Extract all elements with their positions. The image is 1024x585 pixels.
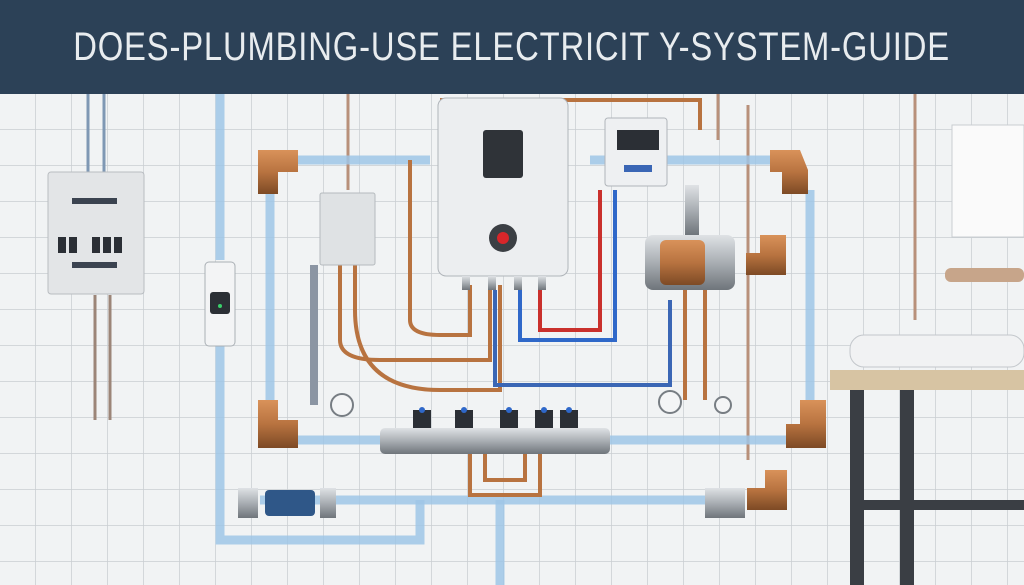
tool-pipe bbox=[945, 268, 1024, 282]
control-box bbox=[604, 117, 668, 187]
title-banner: DOES-PLUMBING-USE ELECTRICIT Y-SYSTEM-GU… bbox=[0, 0, 1024, 94]
pump-motor bbox=[645, 185, 735, 290]
hot-line bbox=[538, 190, 602, 332]
pressure-gauge bbox=[330, 390, 732, 417]
water-pipes bbox=[215, 94, 815, 585]
manifold bbox=[380, 407, 610, 454]
copper-elbows bbox=[258, 150, 826, 510]
workbench bbox=[830, 334, 1024, 585]
junction-box bbox=[319, 192, 376, 266]
page-title: DOES-PLUMBING-USE ELECTRICIT Y-SYSTEM-GU… bbox=[73, 24, 951, 69]
cold-line bbox=[518, 190, 617, 342]
blueprint bbox=[951, 124, 1024, 238]
grounding-rod bbox=[310, 265, 318, 405]
electrical-panel bbox=[47, 171, 145, 295]
plumbing-illustration bbox=[0, 94, 1024, 585]
water-heater bbox=[437, 97, 569, 290]
valve bbox=[265, 490, 315, 516]
flow-sensor bbox=[204, 261, 236, 347]
conduits bbox=[86, 94, 917, 460]
blue-line bbox=[493, 290, 672, 387]
